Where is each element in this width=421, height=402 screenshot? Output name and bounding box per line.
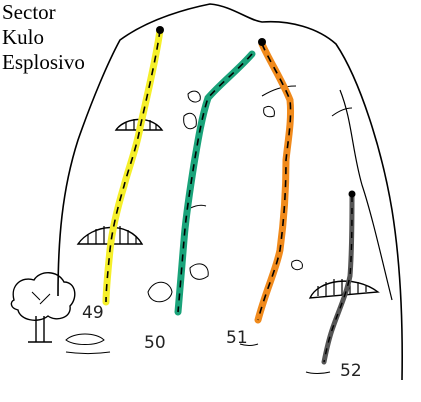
route-50-number: 50 (144, 333, 166, 353)
title-line-3: Esplosivo (2, 50, 85, 74)
rock-hole (263, 105, 275, 118)
sector-title: Sector Kulo Esplosivo (2, 0, 85, 75)
route-49-number: 49 (82, 303, 104, 323)
rock-outline (57, 3, 403, 381)
rock-hole (183, 112, 197, 130)
title-line-2: Kulo (2, 25, 44, 49)
title-line-1: Sector (2, 0, 56, 24)
rock-hole (147, 281, 173, 303)
route-50-line[interactable] (174, 50, 256, 316)
rock-ledge-crack (261, 85, 297, 97)
route-51-number: 51 (226, 328, 248, 348)
rock-hole (187, 90, 201, 103)
rock-ledge-crack-3 (331, 107, 353, 117)
ground-mark (65, 351, 111, 354)
route-49-line[interactable] (102, 26, 164, 306)
route-52-anchor (348, 190, 356, 198)
tree-trunk (28, 316, 52, 343)
route-49-anchor (156, 26, 164, 34)
tree-canopy (10, 272, 76, 321)
route-52-number: 52 (340, 361, 362, 381)
ground-mark (305, 371, 331, 374)
ground-mark (239, 343, 259, 346)
route-52-line[interactable] (321, 190, 356, 365)
rock-hole (291, 259, 303, 271)
tree-branch (31, 291, 51, 305)
rock-inner-crack (339, 89, 393, 301)
route-51-anchor (258, 38, 266, 46)
ground-mark (65, 333, 105, 345)
rock-hole (189, 263, 209, 280)
overhang-roof-right (308, 279, 380, 299)
route-51-line[interactable] (254, 38, 294, 324)
